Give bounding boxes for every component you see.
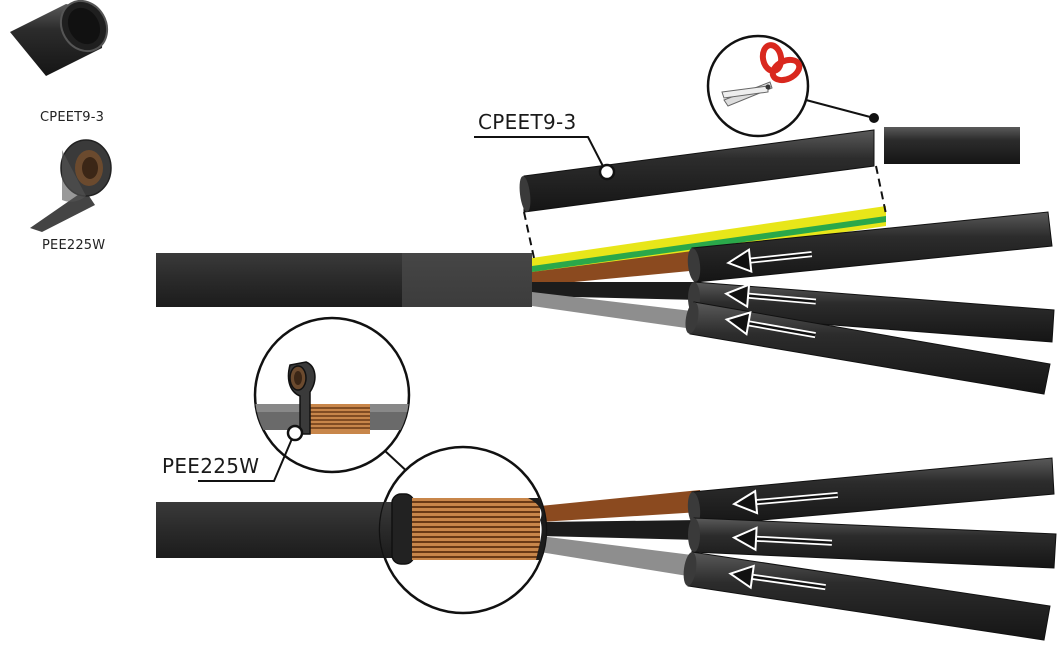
- copper-wrap-detail: [378, 445, 548, 615]
- arrow-icon: [731, 526, 833, 552]
- brown-core: [532, 250, 700, 286]
- cable-outer-sheath-2: [156, 502, 416, 558]
- arrow-icon: [724, 311, 816, 339]
- tape-roll-icon: [30, 139, 112, 232]
- core-tube-4: [687, 457, 1055, 527]
- cut-guide-left: [523, 211, 535, 259]
- core-tube-1: [687, 211, 1053, 283]
- brown-core-2: [540, 490, 700, 522]
- legend-label-pee: PEE225W: [42, 238, 106, 253]
- cpeet-offcut: [884, 127, 1020, 164]
- cpeet-tube-cut: [519, 127, 1020, 259]
- scissors-icon: [721, 42, 803, 107]
- core-tube-5: [688, 517, 1057, 569]
- callout-label-pee: PEE225W: [162, 454, 260, 478]
- core-tube-3: [685, 301, 1051, 395]
- scissors-detail: [706, 34, 879, 138]
- callout-cpeet: [474, 136, 616, 181]
- tape-wrap-detail: [253, 316, 413, 477]
- heat-shrink-tube-icon: [10, 0, 109, 76]
- arrow-icon: [731, 489, 839, 515]
- callout-label-cpeet: CPEET9-3: [478, 110, 577, 134]
- arrow-icon: [723, 283, 817, 309]
- grey-core: [532, 292, 700, 330]
- black-core-2: [540, 520, 700, 540]
- core-tube-6: [683, 551, 1051, 641]
- cut-guide-right: [875, 165, 887, 215]
- cable-outer-sheath: [156, 253, 406, 307]
- grey-core-2: [540, 536, 700, 578]
- arrow-icon: [728, 564, 826, 591]
- arrow-icon: [726, 247, 813, 274]
- callout-pee: [198, 424, 304, 482]
- copper-wire-wrap-icon: [380, 493, 546, 565]
- black-core: [532, 282, 700, 300]
- legend-label-cpeet: CPEET9-3: [40, 110, 105, 125]
